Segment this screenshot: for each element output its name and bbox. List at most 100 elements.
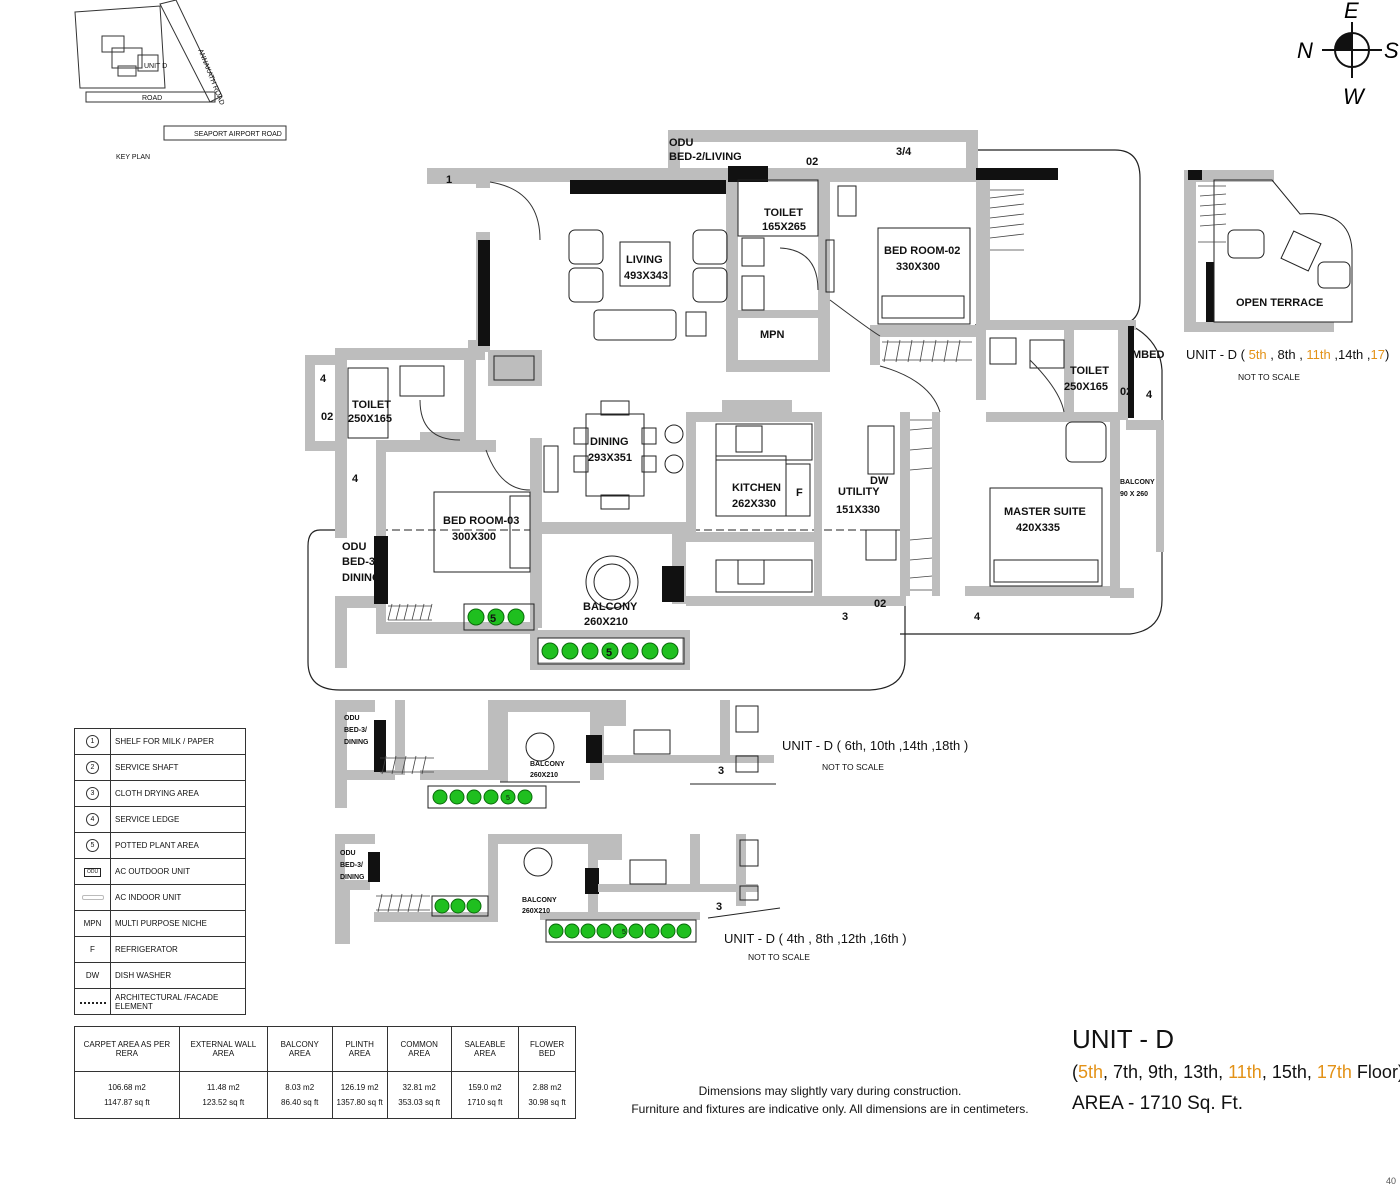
variant-1-not-to-scale: NOT TO SCALE <box>822 762 884 772</box>
legend-symbol <box>74 884 111 911</box>
label-balcony-main: BALCONY <box>583 601 638 613</box>
legend-symbol-text: 5 <box>86 839 99 852</box>
v1-odu: ODU <box>344 715 360 722</box>
v1-balcony: BALCONY <box>530 761 565 768</box>
ac-indoor-icon <box>81 895 104 900</box>
label-open-terrace: OPEN TERRACE <box>1236 297 1323 309</box>
label-odu-bed3-sub1: BED-3/ <box>342 556 378 568</box>
key-plan-label: KEY PLAN <box>116 154 150 161</box>
marker-4-master: 4 <box>974 611 981 623</box>
area-value-sqft: 1710 sq ft <box>467 1098 503 1107</box>
area-header-cell: CARPET AREA AS PER RERA <box>74 1026 180 1072</box>
legend-symbol-text: 2 <box>86 761 99 774</box>
area-value-sqft: 86.40 sq ft <box>281 1098 319 1107</box>
unit-area: AREA - 1710 Sq. Ft. <box>1072 1093 1244 1114</box>
compass-west: W <box>1343 84 1366 109</box>
v2-odu: ODU <box>340 850 356 857</box>
legend-symbol-text: 3 <box>86 787 99 800</box>
variant-2-caption: UNIT - D ( 4th , 8th ,12th ,16th ) <box>724 931 907 946</box>
label-living: LIVING <box>626 254 663 266</box>
label-toilet-top-dim: 165X265 <box>762 221 806 233</box>
label-dining-dim: 293X351 <box>588 452 632 464</box>
unit-floors: (5th, 7th, 9th, 13th, 11th, 15th, 17th F… <box>1072 1062 1400 1082</box>
v1-marker-3: 3 <box>718 765 724 777</box>
legend-text: ARCHITECTURAL /FACADE ELEMENT <box>110 988 246 1015</box>
v1-marker-5: 5 <box>506 795 510 802</box>
note-line-2: Furniture and fixtures are indicative on… <box>631 1102 1029 1116</box>
marker-02-utility: 02 <box>874 598 886 610</box>
area-value-sqft: 30.98 sq ft <box>528 1098 566 1107</box>
key-plan <box>74 0 287 141</box>
label-balcony-side: BALCONY <box>1120 479 1155 486</box>
area-value-m2: 106.68 m2 <box>108 1083 146 1092</box>
label-odu-bed2: ODU <box>669 137 694 149</box>
area-header-cell: SALEABLE AREA <box>450 1026 520 1072</box>
area-value-m2: 8.03 m2 <box>285 1083 315 1092</box>
legend-symbol-text: DW <box>85 971 100 980</box>
legend-symbol: 3 <box>74 780 111 807</box>
main-plan <box>305 130 1353 877</box>
marker-1: 1 <box>446 174 452 186</box>
area-value-sqft: 1357.80 sq ft <box>336 1098 383 1107</box>
label-odu-bed3-sub2: DINING <box>342 572 381 584</box>
note-line-1: Dimensions may slightly vary during cons… <box>698 1084 962 1098</box>
unit-title: UNIT - D <box>1072 1024 1175 1054</box>
variant-plan-1 <box>335 700 776 809</box>
area-value-m2: 159.0 m2 <box>468 1083 502 1092</box>
v1-odu-sub1: BED-3/ <box>344 727 367 734</box>
label-dw: DW <box>870 475 889 487</box>
legend-text: MULTI PURPOSE NICHE <box>110 910 246 937</box>
label-mpn: MPN <box>760 329 785 341</box>
label-toilet-top: TOILET <box>764 207 803 219</box>
marker-5-balcony: 5 <box>606 647 612 659</box>
area-value-m2: 32.81 m2 <box>402 1083 436 1092</box>
area-value-m2: 2.88 m2 <box>532 1083 562 1092</box>
area-header-cell: BALCONY AREA <box>266 1026 333 1072</box>
page-number: 40 <box>1386 1176 1397 1186</box>
compass-icon <box>1322 22 1382 78</box>
legend-text: AC OUTDOOR UNIT <box>110 858 246 885</box>
label-toilet-right-dim: 250X165 <box>1064 381 1108 393</box>
legend-text: SERVICE SHAFT <box>110 754 246 781</box>
terrace-caption: UNIT - D ( 5th , 8th , 11th ,14th ,17) <box>1186 347 1390 362</box>
legend-symbol <box>74 988 111 1015</box>
v2-odu-sub1: BED-3/ <box>340 862 363 869</box>
legend-text: CLOTH DRYING AREA <box>110 780 246 807</box>
legend-text: SHELF FOR MILK / PAPER <box>110 728 246 755</box>
area-header-cell: EXTERNAL WALL AREA <box>178 1026 268 1072</box>
key-plan-unit-tag: UNIT D <box>144 63 167 70</box>
facade-element-icon <box>79 1002 106 1004</box>
label-master-dim: 420X335 <box>1016 522 1060 534</box>
legend-symbol-text: 4 <box>86 813 99 826</box>
legend-row: ARCHITECTURAL /FACADE ELEMENT <box>74 988 246 1015</box>
key-plan-road-1: ANNAKATH ROAD <box>196 48 225 106</box>
area-value-m2: 11.48 m2 <box>206 1083 240 1092</box>
area-value-m2: 126.19 m2 <box>340 1083 379 1092</box>
v2-odu-sub2: DINING <box>340 874 365 881</box>
label-fridge: F <box>796 487 803 499</box>
label-odu-bed3: ODU <box>342 541 367 553</box>
area-header-cell: PLINTH AREA <box>331 1026 388 1072</box>
label-dining: DINING <box>590 436 629 448</box>
label-balcony-side-dim: 90 X 260 <box>1120 491 1148 498</box>
label-toilet-left: TOILET <box>352 399 391 411</box>
disclaimer-notes: Dimensions may slightly vary during cons… <box>630 1082 1030 1118</box>
legend-text: REFRIGERATOR <box>110 936 246 963</box>
marker-02-top: 02 <box>806 156 818 168</box>
area-value-sqft: 1147.87 sq ft <box>104 1098 150 1107</box>
key-plan-road-3: SEAPORT AIRPORT ROAD <box>194 131 282 138</box>
label-mbed: MBED <box>1132 349 1164 361</box>
marker-4-right: 4 <box>1146 389 1153 401</box>
key-plan-road-2: ROAD <box>142 95 162 102</box>
label-bed3: BED ROOM-03 <box>443 515 519 527</box>
